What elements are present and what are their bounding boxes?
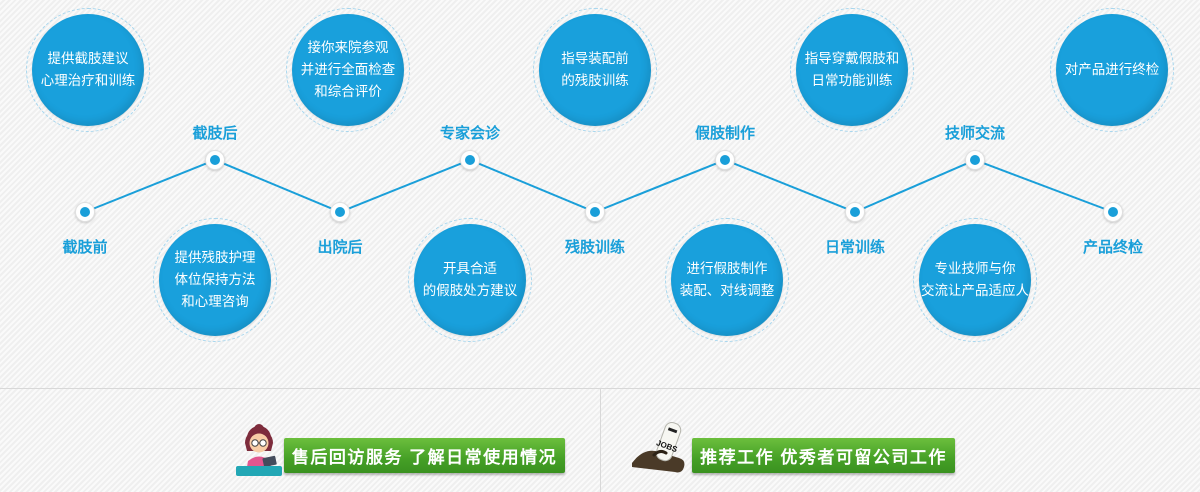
after-sales-banner[interactable]: 售后回访服务 了解日常使用情况: [284, 438, 565, 473]
stage-bubble: 指导装配前 的残肢训练: [533, 8, 657, 132]
stage-bubble: 接你来院参观 并进行全面检查 和综合评价: [286, 8, 410, 132]
customer-service-icon: [230, 421, 288, 479]
stage-bubble: 指导穿戴假肢和 日常功能训练: [790, 8, 914, 132]
stage-bubble: 对产品进行终检: [1050, 8, 1174, 132]
stage-bubble-text: 进行假肢制作 装配、对线调整: [671, 224, 783, 336]
timeline-node: [715, 150, 735, 170]
stage-bubble-text: 接你来院参观 并进行全面检查 和综合评价: [292, 14, 404, 126]
stage-bubble: 提供截肢建议 心理治疗和训练: [26, 8, 150, 132]
job-recommendation-banner[interactable]: 推荐工作 优秀者可留公司工作: [692, 438, 955, 473]
stage-bubble-text: 指导装配前 的残肢训练: [539, 14, 651, 126]
timeline-node: [330, 202, 350, 222]
node-dot: [970, 155, 980, 165]
stage-bubble: 提供残肢护理 体位保持方法 和心理咨询: [153, 218, 277, 342]
stage-label: 产品终检: [1082, 239, 1143, 256]
stage-bubble: 开具合适 的假肢处方建议: [408, 218, 532, 342]
timeline-node: [75, 202, 95, 222]
node-dot: [850, 207, 860, 217]
timeline-node: [965, 150, 985, 170]
stage-label: 截肢后: [192, 125, 238, 142]
timeline-node: [585, 202, 605, 222]
node-dot: [590, 207, 600, 217]
vertical-divider: [600, 388, 601, 492]
node-dot: [1108, 207, 1118, 217]
jobs-newspaper-icon: JOBS: [630, 419, 694, 479]
stage-bubble-text: 指导穿戴假肢和 日常功能训练: [796, 14, 908, 126]
stage-bubble: 专业技师与你 交流让产品适应人: [913, 218, 1037, 342]
stage-label: 技师交流: [944, 125, 1005, 142]
stage-bubble-text: 开具合适 的假肢处方建议: [414, 224, 526, 336]
stage-label: 假肢制作: [694, 125, 755, 142]
stage-bubble-text: 提供残肢护理 体位保持方法 和心理咨询: [159, 224, 271, 336]
timeline-node: [1103, 202, 1123, 222]
stage-bubble-text: 对产品进行终检: [1056, 14, 1168, 126]
node-dot: [465, 155, 475, 165]
stage-bubble: 进行假肢制作 装配、对线调整: [665, 218, 789, 342]
node-dot: [80, 207, 90, 217]
timeline-node: [845, 202, 865, 222]
stage-label: 残肢训练: [564, 239, 625, 256]
stage-bubble-text: 提供截肢建议 心理治疗和训练: [32, 14, 144, 126]
stage-label: 专家会诊: [439, 125, 500, 142]
stage-bubble-text: 专业技师与你 交流让产品适应人: [919, 224, 1031, 336]
stage-label: 日常训练: [824, 239, 885, 256]
node-dot: [720, 155, 730, 165]
timeline-node: [460, 150, 480, 170]
stage-label: 截肢前: [62, 239, 108, 256]
timeline-node: [205, 150, 225, 170]
stage-label: 出院后: [317, 239, 363, 256]
node-dot: [335, 207, 345, 217]
node-dot: [210, 155, 220, 165]
